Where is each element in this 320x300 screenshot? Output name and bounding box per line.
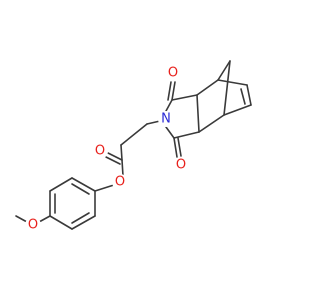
- atom-background: [158, 111, 174, 127]
- ketone-oxygen-top: O: [165, 65, 181, 81]
- methoxy-oxygen: O: [25, 217, 41, 233]
- bond: [165, 99, 173, 112]
- bond: [49, 215, 73, 230]
- atom-symbol: N: [161, 112, 171, 127]
- atom-background: [165, 65, 181, 81]
- atom-labels: O O N O O O: [25, 65, 189, 233]
- bond: [105, 156, 121, 165]
- bond: [15, 215, 28, 223]
- bond: [71, 212, 90, 224]
- bond: [223, 104, 252, 116]
- bond: [177, 137, 182, 157]
- imide-nitrogen: N: [158, 111, 174, 127]
- bond: [38, 215, 51, 223]
- bond: [71, 177, 96, 192]
- bond: [146, 120, 161, 125]
- bond: [173, 131, 200, 139]
- bond: [49, 177, 73, 192]
- bond: [71, 183, 90, 195]
- bond: [240, 88, 246, 105]
- atom-background: [112, 174, 128, 190]
- bond: [173, 137, 178, 158]
- structure-svg: O O N O O O: [15, 60, 252, 233]
- bond: [246, 84, 252, 106]
- bond: [196, 79, 219, 96]
- bond: [165, 126, 175, 139]
- bond: [198, 114, 225, 133]
- bond: [120, 144, 123, 161]
- bond: [171, 94, 198, 101]
- atom-background: [173, 157, 189, 173]
- bond: [121, 159, 124, 177]
- molecule-diagram: O O N O O O: [15, 60, 252, 233]
- atom-symbol: O: [168, 66, 178, 81]
- atom-symbol: O: [28, 218, 38, 233]
- ester-link-oxygen: O: [112, 174, 128, 190]
- bond: [217, 60, 231, 81]
- bond: [107, 152, 123, 161]
- bond: [120, 123, 148, 146]
- bond: [217, 79, 248, 86]
- atom-background: [92, 143, 108, 159]
- bond: [171, 81, 176, 101]
- bond: [196, 94, 200, 133]
- bonds: [15, 60, 252, 230]
- bond: [71, 215, 96, 230]
- atom-background: [25, 217, 41, 233]
- ester-carbonyl-oxygen: O: [92, 143, 108, 159]
- atom-symbol: O: [115, 175, 125, 190]
- ketone-oxygen-bottom: O: [173, 157, 189, 173]
- bond: [167, 81, 172, 101]
- atom-symbol: O: [95, 144, 105, 159]
- atom-symbol: O: [176, 158, 186, 173]
- bond: [223, 60, 231, 116]
